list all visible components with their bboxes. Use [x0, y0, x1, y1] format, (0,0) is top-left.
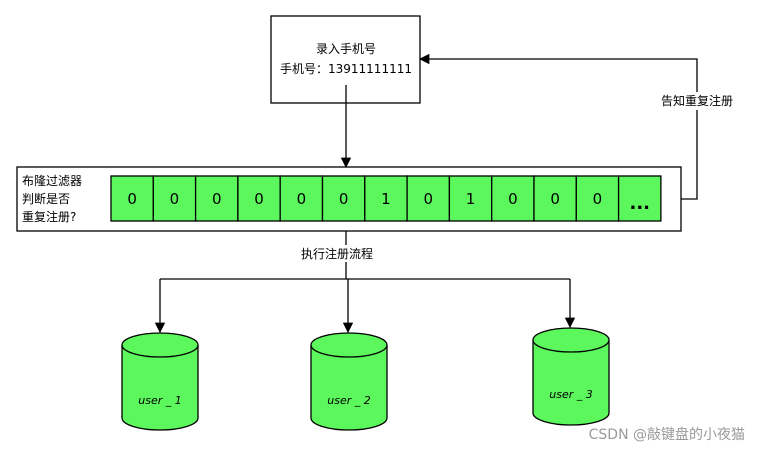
bit-cell: 1	[364, 175, 408, 222]
bit-value: 0	[297, 190, 307, 208]
bit-cell: 0	[279, 175, 324, 222]
bit-cell: 0	[194, 175, 239, 222]
database-user2: user _ 2	[310, 332, 388, 431]
bit-value: 0	[423, 190, 433, 208]
bloom-filter-container: 布隆过滤器 判断是否 重复注册? 0 0 0 0 0 0 1 0 1 0 0 0...	[16, 166, 682, 232]
bit-array: 0 0 0 0 0 0 1 0 1 0 0 0...	[110, 175, 662, 222]
filter-label-line2: 判断是否	[22, 191, 70, 206]
bit-cell: 0	[491, 175, 535, 222]
bit-cell: 0	[321, 175, 366, 222]
database-label-user3: user _ 3	[549, 388, 592, 401]
input-box-phone: 手机号：13911111111	[280, 62, 412, 76]
filter-label-line1: 布隆过滤器	[22, 173, 82, 188]
feedback-label-bg	[649, 92, 745, 110]
bit-value: 0	[339, 190, 349, 208]
bit-value: 1	[466, 190, 476, 208]
bit-cell: 0	[406, 175, 451, 222]
bit-value: 0	[254, 190, 264, 208]
bit-value: 0	[170, 190, 180, 208]
input-box-title: 录入手机号	[316, 42, 376, 56]
watermark: CSDN @敲键盘的小夜猫	[589, 426, 745, 443]
register-flow: 执行注册流程	[154, 231, 576, 334]
bit-value: 0	[212, 190, 222, 208]
bit-cell: 0	[575, 175, 620, 222]
bit-ellipsis: ...	[629, 193, 650, 214]
database-user1: user _ 1	[121, 332, 199, 431]
bit-cell: 0	[237, 175, 281, 222]
database-user3: user _ 3	[532, 327, 610, 426]
bit-cell: 1	[448, 175, 493, 222]
bit-value: 1	[381, 190, 391, 208]
bit-value: 0	[550, 190, 560, 208]
feedback-label: 告知重复注册	[661, 93, 733, 108]
bit-cell: 0	[110, 175, 154, 222]
bit-cell: 0	[533, 175, 577, 222]
bit-value: 0	[127, 190, 137, 208]
bit-cell-ellipsis: ...	[617, 175, 662, 222]
filter-label-line3: 重复注册?	[22, 209, 76, 224]
database-label-user2: user _ 2	[327, 394, 370, 407]
database-label-user1: user _ 1	[138, 394, 181, 407]
bit-value: 0	[593, 190, 603, 208]
register-label-bg	[292, 245, 382, 262]
feedback-arrow	[418, 53, 698, 200]
register-label: 执行注册流程	[301, 246, 373, 261]
bit-cell: 0	[152, 175, 197, 222]
bit-value: 0	[508, 190, 518, 208]
